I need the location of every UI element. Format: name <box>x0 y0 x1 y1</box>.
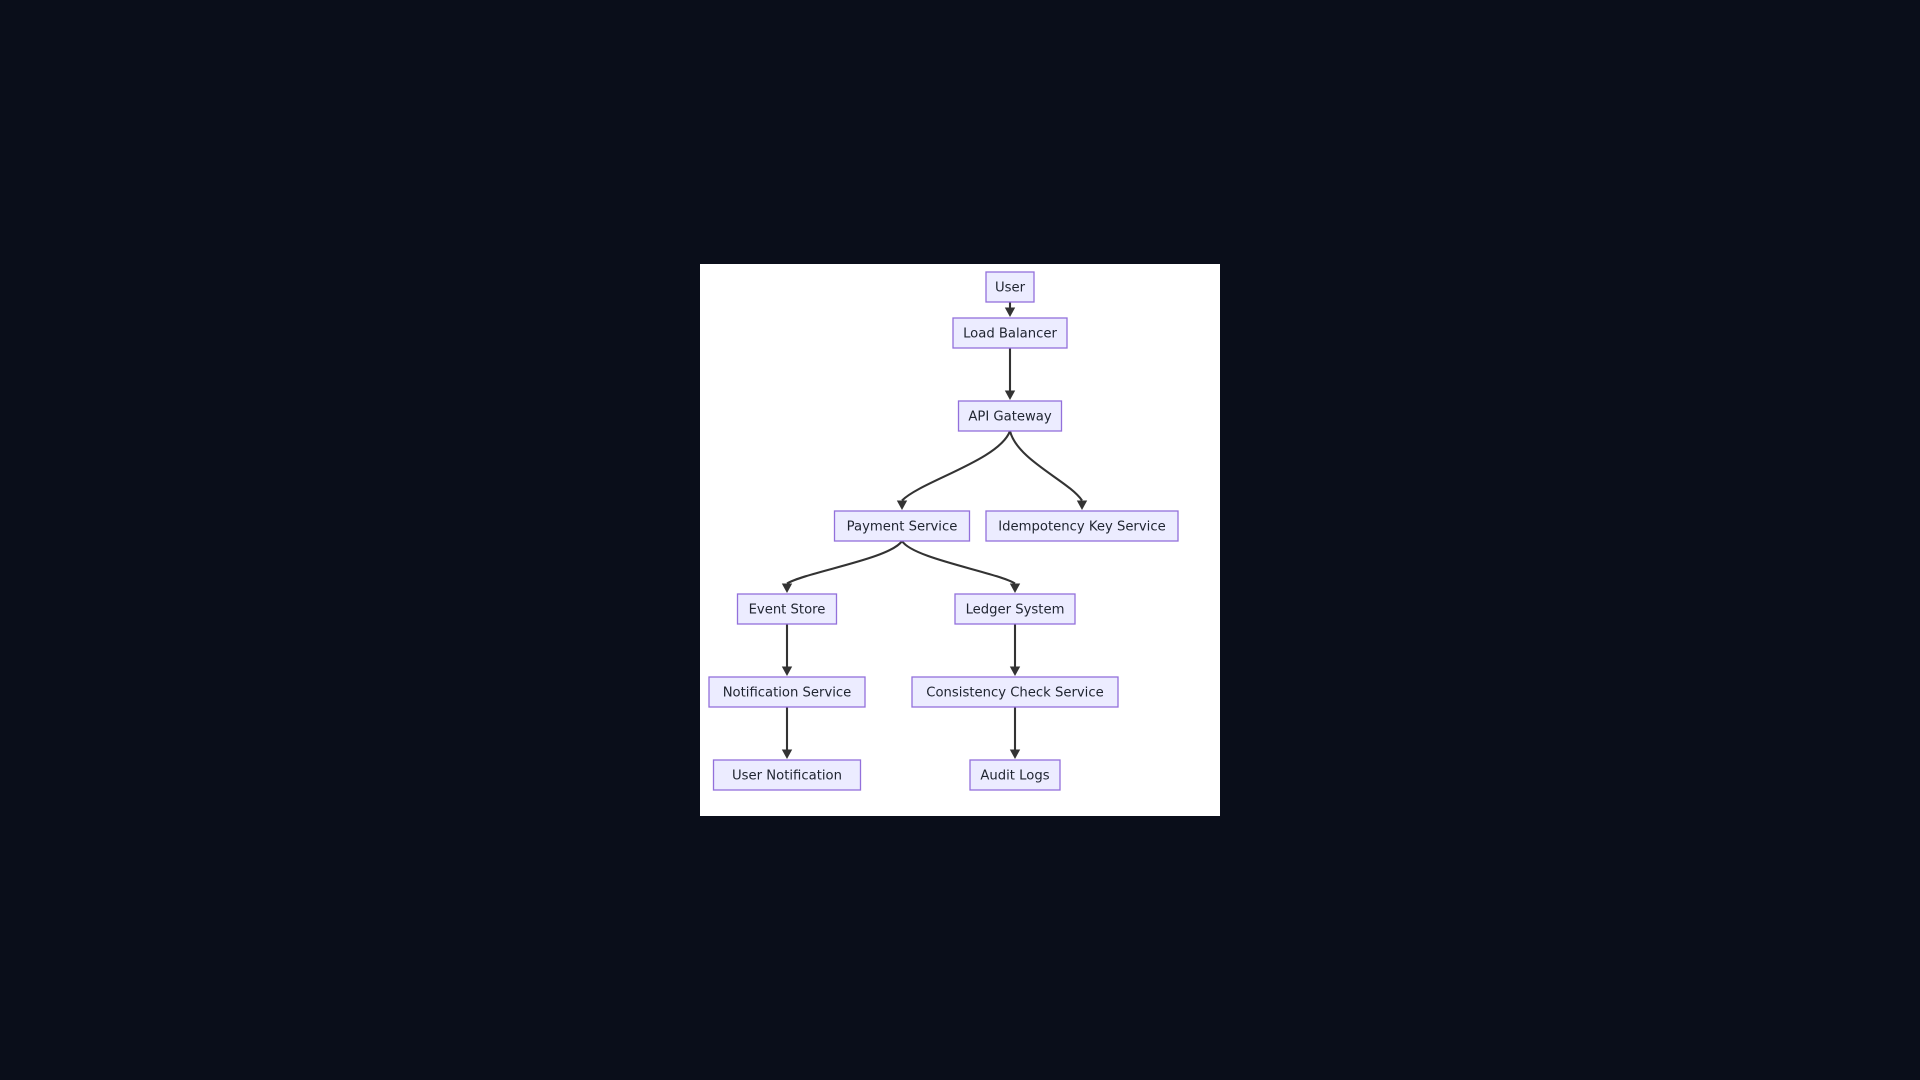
edge-eventstore-to-notify <box>781 624 793 676</box>
node-auditlogs[interactable]: Audit Logs <box>969 759 1061 791</box>
edge-consistency-to-auditlogs <box>1009 707 1021 759</box>
edges-layer <box>781 302 1088 759</box>
edge-lb-to-apigw <box>1004 348 1016 400</box>
node-notify[interactable]: Notification Service <box>708 676 866 708</box>
node-box[interactable] <box>985 271 1035 303</box>
node-eventstore[interactable]: Event Store <box>736 593 838 625</box>
edge-payment-to-eventstore <box>781 540 903 593</box>
node-box[interactable] <box>954 593 1076 625</box>
edge-arrowhead <box>1009 666 1021 676</box>
edge-arrowhead <box>1004 307 1016 317</box>
edge-payment-to-ledger <box>901 540 1021 593</box>
node-consistency[interactable]: Consistency Check Service <box>911 676 1119 708</box>
node-lb[interactable]: Load Balancer <box>952 317 1068 349</box>
node-box[interactable] <box>736 593 838 625</box>
node-apigw[interactable]: API Gateway <box>957 400 1063 432</box>
edge-arrowhead <box>781 749 793 759</box>
node-box[interactable] <box>712 759 862 791</box>
edge-apigw-to-idempotency <box>1008 430 1088 510</box>
edge-arrowhead <box>781 583 793 593</box>
node-idempotency[interactable]: Idempotency Key Service <box>985 510 1179 542</box>
node-box[interactable] <box>708 676 866 708</box>
edge-notify-to-usernotif <box>781 707 793 759</box>
node-usernotif[interactable]: User Notification <box>712 759 862 791</box>
edge-apigw-to-payment <box>896 430 1011 510</box>
node-box[interactable] <box>969 759 1061 791</box>
edge-arrowhead <box>1009 583 1021 593</box>
node-box[interactable] <box>911 676 1119 708</box>
edge-line <box>786 540 903 585</box>
node-box[interactable] <box>985 510 1179 542</box>
edge-arrowhead <box>1009 749 1021 759</box>
edge-line <box>901 430 1011 502</box>
edge-user-to-lb <box>1004 302 1016 317</box>
edge-ledger-to-consistency <box>1009 624 1021 676</box>
node-box[interactable] <box>957 400 1063 432</box>
edge-arrowhead <box>781 666 793 676</box>
edge-line <box>901 540 1016 585</box>
node-box[interactable] <box>833 510 971 542</box>
node-box[interactable] <box>952 317 1068 349</box>
edge-arrowhead <box>1004 390 1016 400</box>
edge-arrowhead <box>1076 500 1088 510</box>
edge-line <box>1008 430 1083 502</box>
node-payment[interactable]: Payment Service <box>833 510 971 542</box>
node-user[interactable]: User <box>985 271 1035 303</box>
edge-arrowhead <box>896 500 908 510</box>
node-ledger[interactable]: Ledger System <box>954 593 1076 625</box>
